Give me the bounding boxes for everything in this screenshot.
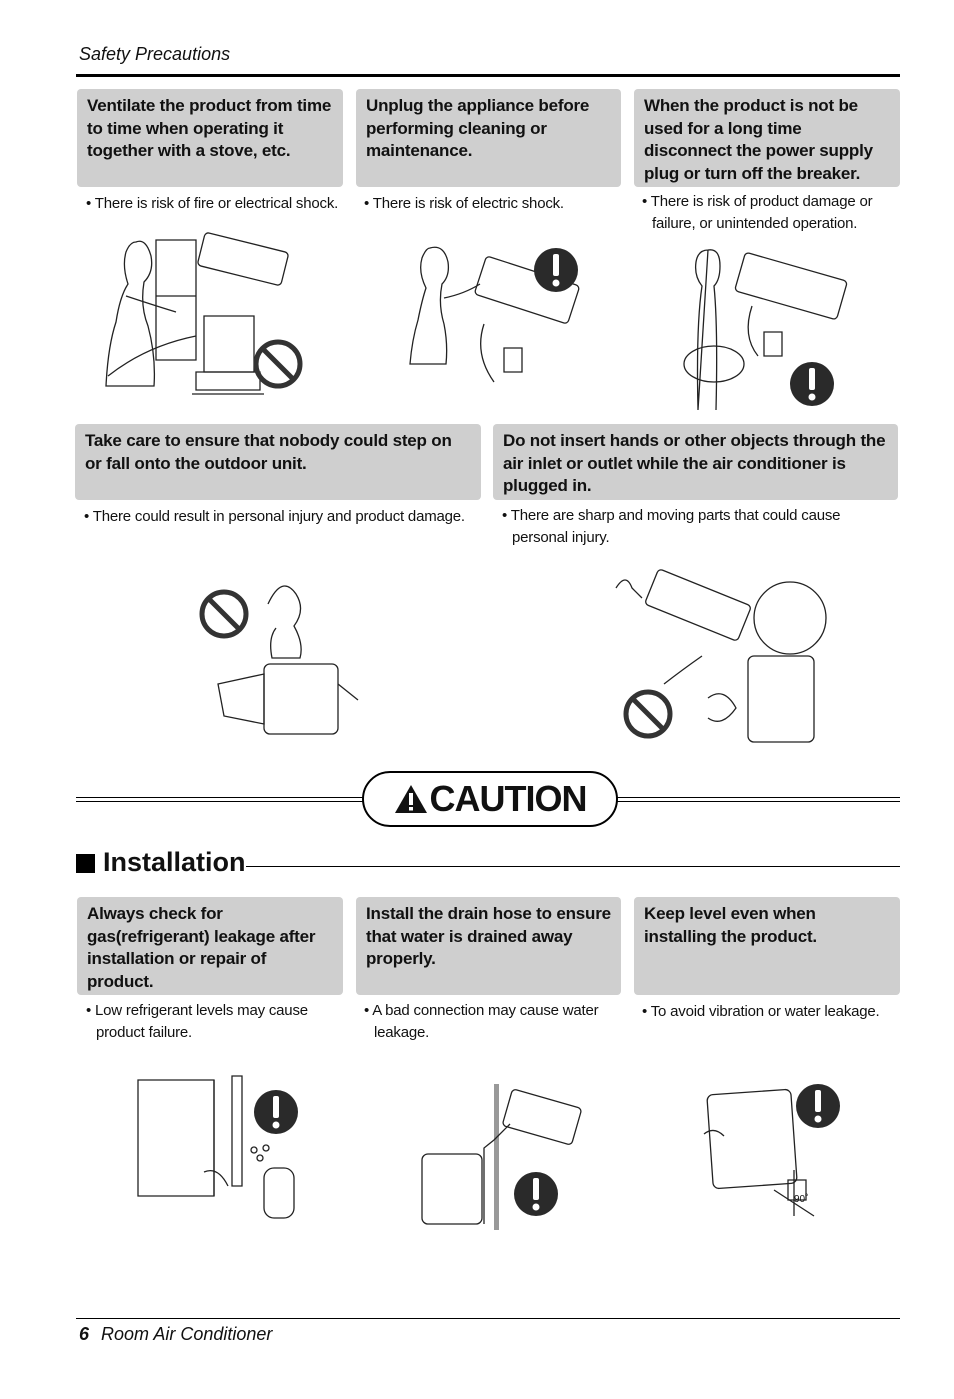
insert-hands-warning-box: Do not insert hands or other objects thr… [493,424,898,500]
ventilate-note: • There is risk of fire or electrical sh… [86,195,339,212]
prohibition-circle-icon [202,592,246,636]
exclamation-mark-circle-icon [254,1090,298,1134]
insert-hands-illustration [612,558,828,744]
caution-line-left-bottom [76,801,364,802]
footer-divider [76,1318,900,1319]
ventilate-illustration [96,236,311,406]
section-divider [246,866,900,867]
disconnect-illustration [678,246,853,412]
page-number: 6 [79,1324,90,1344]
unplug-note: • There is risk of electric shock. [364,195,564,212]
footer-title: Room Air Conditioner [101,1324,273,1344]
section-bullet [76,854,95,873]
drain-hose-illustration [420,1084,582,1230]
step-on-illustration [198,574,366,742]
keep-level-note: • To avoid vibration or water leakage. [642,1003,880,1020]
insert-hands-note: • There are sharp and moving parts that … [502,507,841,546]
header-divider [76,74,900,77]
exclamation-mark-circle-icon [534,248,578,292]
caution-line-left-top [76,797,364,798]
page-footer: 6 Room Air Conditioner [79,1324,272,1345]
caution-line-right-top [616,797,900,798]
drain-hose-box: Install the drain hose to ensure that wa… [356,897,621,995]
keep-level-box: Keep level even when installing the prod… [634,897,900,995]
keep-level-illustration: 90˚ [704,1084,840,1224]
exclamation-mark-circle-icon [796,1084,840,1128]
prohibition-circle-icon [626,692,670,736]
step-on-warning-box: Take care to ensure that nobody could st… [75,424,481,500]
caution-label: CAUTION [429,778,588,819]
angle-label: 90˚ [794,1193,808,1205]
unplug-illustration [404,244,584,394]
page-header-title: Safety Precautions [79,44,231,64]
gas-leak-check-box: Always check for gas(refrigerant) leakag… [77,897,343,995]
ventilate-warning-box: Ventilate the product from time to time … [77,89,343,187]
unplug-warning-box: Unplug the appliance before performing c… [356,89,621,187]
gas-leak-illustration [134,1076,298,1222]
disconnect-warning-box: When the product is not be used for a lo… [634,89,900,187]
exclamation-mark-circle-icon [790,362,834,406]
section-title: Installation [103,847,246,877]
prohibition-circle-icon [256,342,300,386]
caution-banner: CAUTION [362,771,618,827]
warning-triangle-icon [394,785,427,813]
step-on-note: • There could result in personal injury … [84,508,465,525]
caution-line-right-bottom [616,801,900,802]
exclamation-mark-circle-icon [514,1172,558,1216]
